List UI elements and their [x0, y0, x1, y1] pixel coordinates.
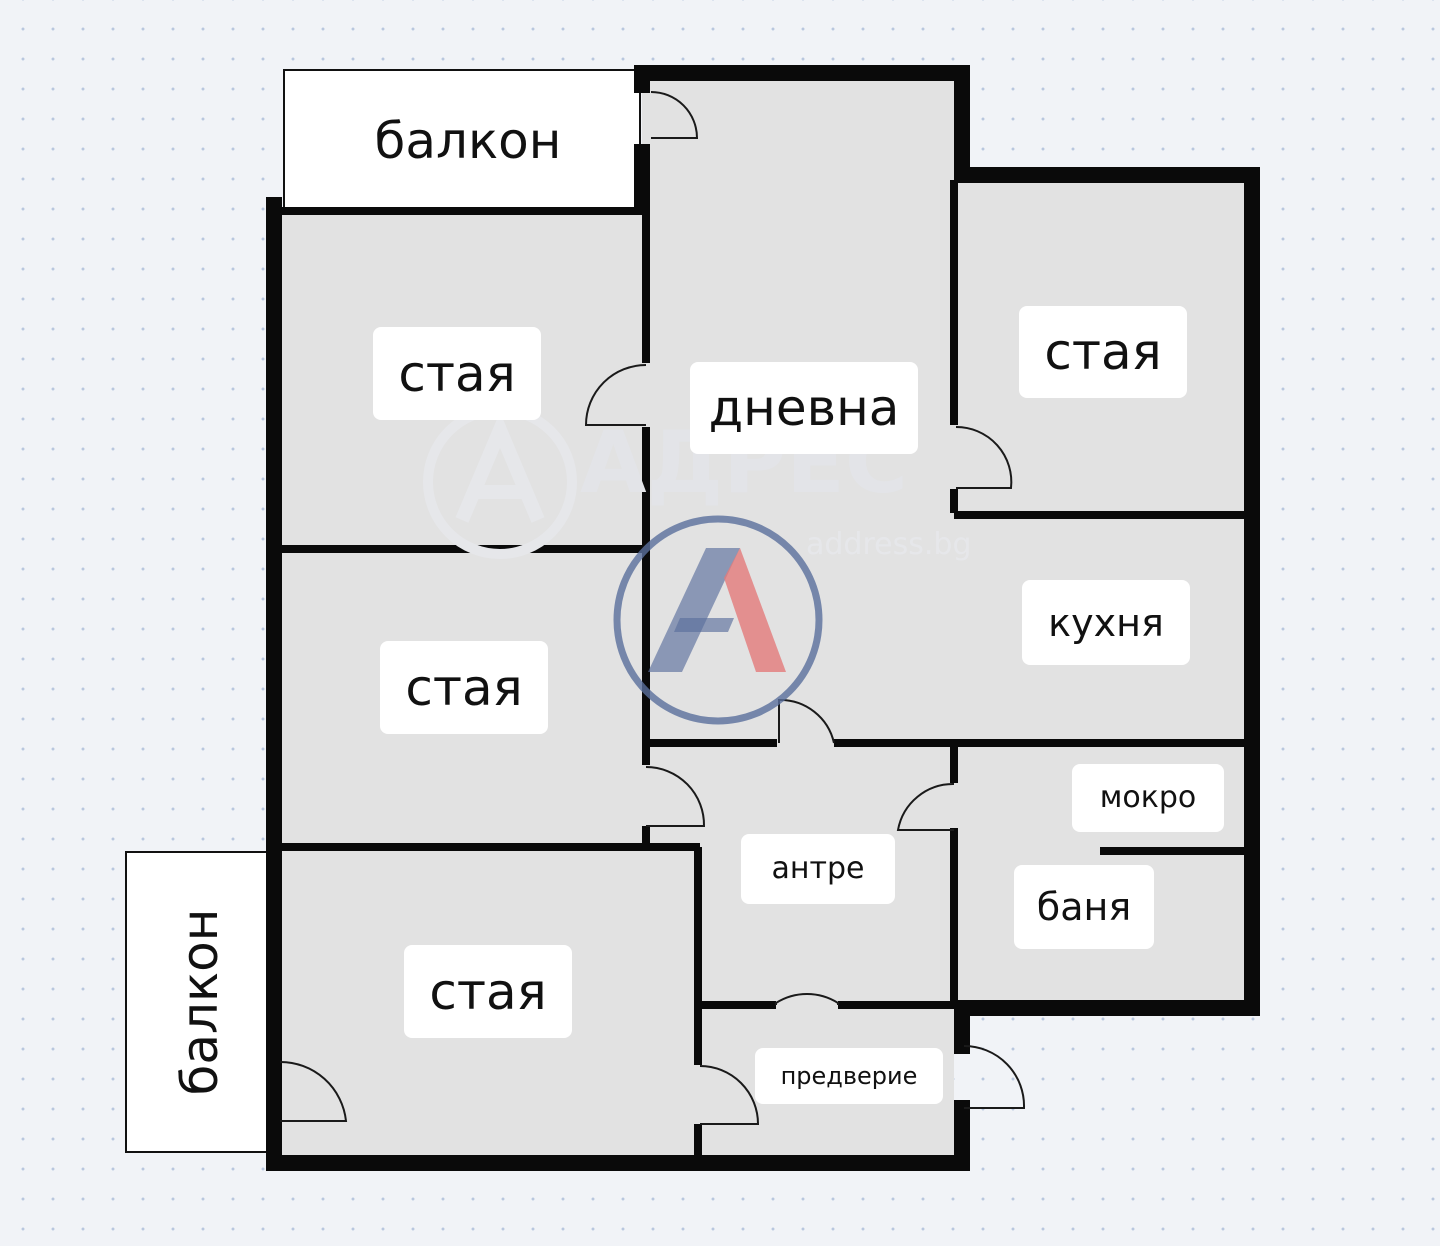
outer-walls: [266, 65, 1260, 1171]
label-balcony-left: балкон: [171, 908, 229, 1096]
watermark-faint-a: [455, 412, 545, 523]
door-bath: [896, 782, 955, 831]
interior-walls: [274, 180, 1245, 1157]
label-room-bottom-left: стая: [404, 945, 572, 1038]
door-room-middle-left: [645, 766, 706, 827]
label-room-right: стая: [1019, 306, 1187, 398]
watermark-logo: [423, 405, 823, 725]
label-hall: антре: [741, 834, 895, 904]
watermark-logo-a-red: [724, 548, 786, 672]
label-bath: баня: [1014, 865, 1154, 949]
label-wet: мокро: [1072, 764, 1224, 832]
door-hall-vestibule: [775, 993, 839, 1005]
door-room-top-left: [584, 364, 647, 426]
label-kitchen: кухня: [1022, 580, 1190, 665]
door-balcony-top: [650, 91, 699, 139]
label-room-top-left: стая: [373, 327, 541, 420]
watermark-logo-a-blue: [648, 548, 740, 672]
label-balcony-top: балкон: [374, 112, 562, 170]
watermark-logo-a-crossbar: [674, 618, 734, 632]
label-room-middle-left: стая: [380, 641, 548, 734]
door-room-right: [955, 425, 1013, 489]
label-living-room: дневна: [690, 362, 918, 454]
watermark-site: address.bg: [806, 527, 972, 562]
balcony-top-fill: [283, 69, 641, 209]
door-entrance: [963, 1045, 1026, 1109]
door-room-bottom-left: [699, 1065, 760, 1125]
watermark-logo-ring: [613, 515, 823, 725]
label-vestibule: предверие: [755, 1048, 943, 1104]
balcony-left-fill: [125, 851, 275, 1153]
door-balcony-left: [279, 1060, 348, 1122]
